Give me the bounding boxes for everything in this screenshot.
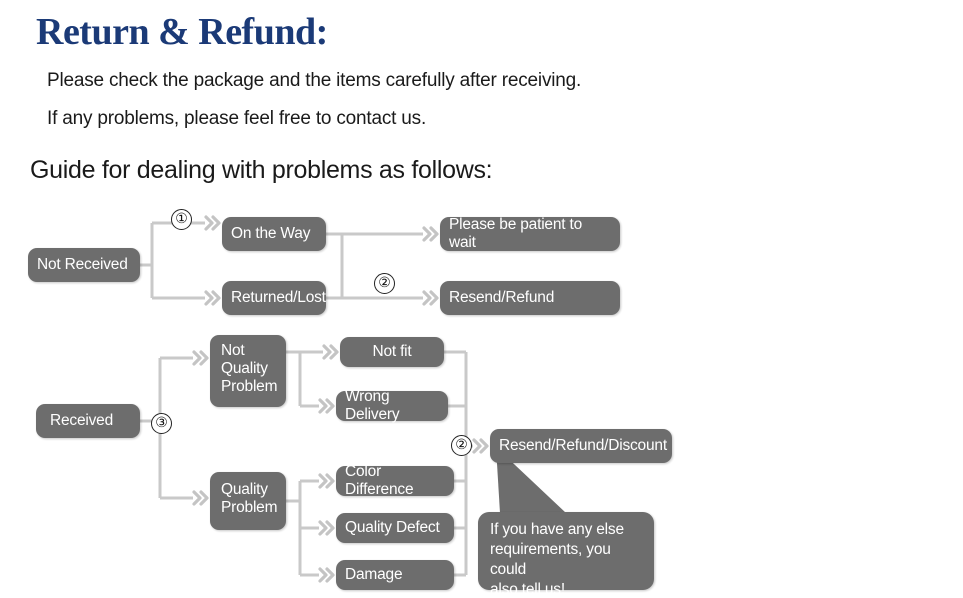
node-quality-problem[interactable]: Quality Problem [210,472,286,530]
node-resend-refund-discount[interactable]: Resend/Refund/Discount [490,429,672,463]
node-not-quality-problem[interactable]: Not Quality Problem [210,335,286,407]
intro-line-2: If any problems, please feel free to con… [47,108,427,129]
arrowhead-on-the-way [204,215,221,231]
node-label: Color Difference [345,463,414,498]
step-marker-2-top: ② [374,273,395,294]
node-label: Received [50,412,114,430]
step-marker-3: ③ [151,413,172,434]
arrowhead-be-patient [422,226,439,242]
node-label: Not Received [37,256,128,274]
node-label: Not fit [372,343,412,361]
node-received[interactable]: Received [36,404,140,438]
node-label: Resend/Refund [449,289,555,307]
arrowhead-resend-refund [422,290,439,306]
node-color-difference[interactable]: Color Difference [336,463,454,498]
callout-line-3: also tell us! [490,581,565,598]
callout-bubble[interactable]: If you have any else requirements, you c… [478,512,654,598]
callout-line-1: If you have any else [490,521,624,538]
node-damage[interactable]: Damage [336,560,454,590]
arrowhead-quality-defect [318,520,335,536]
node-label: Please be patient to wait [449,216,583,251]
callout-tail [496,447,566,513]
callout-line-2: requirements, you could [490,541,611,579]
node-not-received[interactable]: Not Received [28,248,140,282]
node-label: Wrong Delivery [345,388,400,423]
problem-flowchart: Not Received On the Way Returned/Lost Pl… [0,195,963,598]
node-wrong-delivery[interactable]: Wrong Delivery [336,388,448,423]
node-label: Damage [345,566,403,584]
node-label: Returned/Lost [231,289,326,307]
step-marker-2-bottom: ② [451,435,472,456]
node-not-fit[interactable]: Not fit [340,337,444,367]
arrowhead-returned-lost [204,290,221,306]
node-label-line-2: Quality [221,359,268,377]
step-marker-1: ① [171,209,192,230]
node-label-line-1: Not [221,342,245,359]
node-on-the-way[interactable]: On the Way [222,217,326,251]
arrowhead-not-quality [192,350,209,366]
arrowhead-damage [318,567,335,583]
node-label: Quality Defect [345,519,440,537]
arrowhead-resend-refund-discount [472,438,489,454]
node-label-line-2: Problem [221,498,278,516]
node-please-be-patient-to-wait[interactable]: Please be patient to wait [440,216,620,251]
arrowhead-quality [192,490,209,506]
node-label: On the Way [231,225,311,243]
intro-line-1: Please check the package and the items c… [47,70,582,91]
node-label: Resend/Refund/Discount [499,437,667,455]
node-returned-lost[interactable]: Returned/Lost [222,281,326,315]
node-quality-defect[interactable]: Quality Defect [336,513,454,543]
arrowhead-wrong-delivery [318,398,335,414]
page-title: Return & Refund: [36,11,328,53]
guide-heading: Guide for dealing with problems as follo… [30,156,493,184]
flowchart-connectors [140,215,566,583]
arrowhead-color-difference [318,473,335,489]
node-label-line-3: Problem [221,377,278,395]
node-label-line-1: Quality [221,481,268,498]
node-resend-refund[interactable]: Resend/Refund [440,281,620,315]
arrowhead-not-fit [322,344,339,360]
